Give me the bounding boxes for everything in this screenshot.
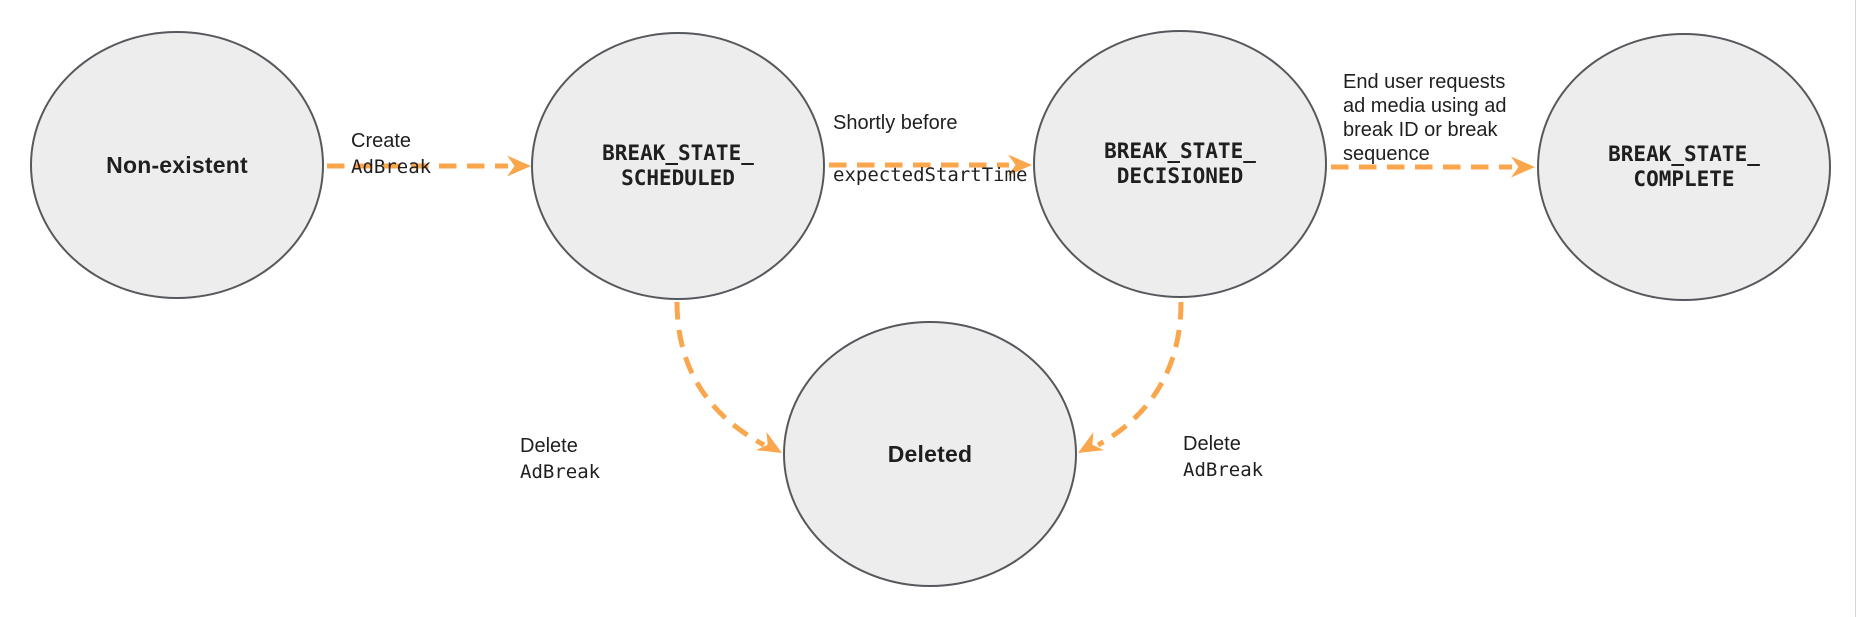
edge-label-delete-adbreak-left: Delete AdBreak: [520, 407, 600, 485]
edge-delete-from-scheduled-curve: [674, 301, 766, 448]
node-non-existent: Non-existent: [30, 31, 324, 299]
node-break-state-scheduled-label: BREAK_STATE_ SCHEDULED: [602, 141, 754, 190]
edge-label-delete-left-code: AdBreak: [520, 461, 601, 483]
node-break-state-scheduled: BREAK_STATE_ SCHEDULED: [531, 32, 825, 300]
node-break-state-complete: BREAK_STATE_ COMPLETE: [1537, 33, 1831, 301]
edge-shortly-before-arrowhead-icon: [1008, 154, 1032, 176]
edge-label-create-adbreak-code: AdBreak: [351, 156, 432, 178]
edge-create-adbreak-arrowhead-icon: [507, 155, 531, 177]
edge-label-end-user-requests-text: End user requests ad media using ad brea…: [1343, 71, 1507, 165]
edge-label-shortly-before-code: expectedStartTime: [833, 164, 1028, 186]
node-non-existent-label: Non-existent: [106, 151, 248, 178]
edge-label-delete-right-code: AdBreak: [1183, 459, 1264, 481]
edge-delete-from-decisioned-arrowhead-icon: [1078, 431, 1105, 453]
edge-label-delete-adbreak-right: Delete AdBreak: [1183, 405, 1263, 483]
edge-label-delete-left-plain: Delete: [520, 435, 578, 457]
edge-label-shortly-before-plain: Shortly before: [833, 112, 958, 134]
edge-label-create-adbreak-plain: Create: [351, 130, 412, 152]
page-edge-divider: [1855, 0, 1856, 617]
edge-label-end-user-requests: End user requests ad media using ad brea…: [1343, 46, 1506, 190]
edge-label-shortly-before: Shortly before expectedStartTime: [833, 84, 1027, 214]
node-break-state-decisioned-label: BREAK_STATE_ DECISIONED: [1104, 139, 1256, 188]
edge-label-create-adbreak: Create AdBreak: [351, 102, 431, 180]
node-break-state-decisioned: BREAK_STATE_ DECISIONED: [1033, 30, 1327, 298]
node-break-state-complete-label: BREAK_STATE_ COMPLETE: [1608, 142, 1760, 191]
node-deleted-label: Deleted: [887, 440, 973, 467]
edge-delete-from-scheduled-arrowhead-icon: [755, 431, 782, 453]
edge-label-delete-right-plain: Delete: [1183, 433, 1241, 455]
edge-end-user-requests-arrowhead-icon: [1511, 156, 1535, 178]
edge-delete-from-decisioned-curve: [1096, 301, 1184, 448]
node-deleted: Deleted: [783, 321, 1077, 587]
